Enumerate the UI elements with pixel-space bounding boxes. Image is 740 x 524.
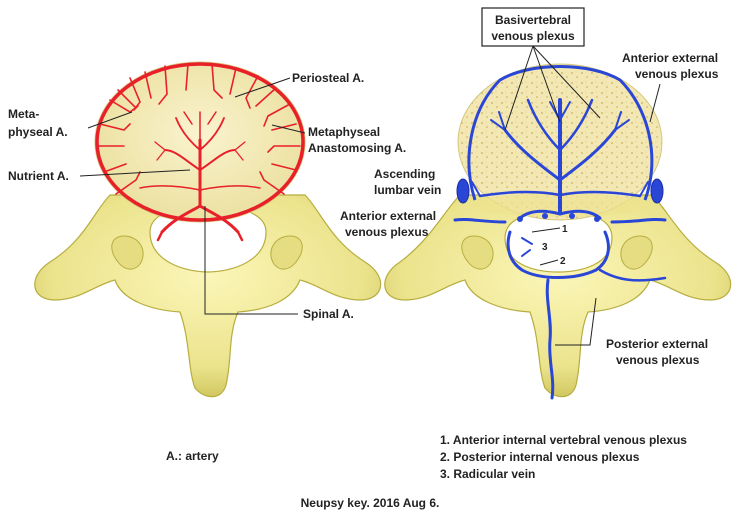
vein-cross-section [517, 216, 523, 222]
label-anterior-external-left-line2: venous plexus [345, 225, 429, 239]
label-basivertebral-line1: Basivertebral [495, 13, 571, 27]
nutrient-artery-tree [139, 111, 261, 208]
label-nutrient-artery: Nutrient A. [8, 169, 69, 183]
label-number-2: 2 [560, 256, 566, 267]
right-facet-left [461, 235, 494, 270]
label-metaphyseal-artery-line1: Meta- [8, 107, 39, 121]
periosteal-branches [97, 63, 301, 195]
abbreviation-note: A.: artery [166, 449, 219, 463]
ascending-lumbar-vein-left [456, 178, 470, 204]
arterial-vertebra [34, 61, 382, 398]
venous-labels: Basivertebral venous plexus Anterior ext… [340, 7, 719, 367]
vein-cross-section [542, 213, 548, 219]
label-anterior-external-left-line1: Anterior external [340, 209, 436, 223]
label-spinal-artery: Spinal A. [303, 307, 354, 321]
basivertebral-label-box [481, 7, 585, 47]
legend-item: 2. Posterior internal venous plexus [440, 450, 640, 464]
label-number-3: 3 [542, 242, 548, 253]
anterior-external-plexus-vein [467, 65, 654, 201]
label-number-1: 1 [562, 224, 568, 235]
label-anterior-external-top-line1: Anterior external [622, 51, 718, 65]
label-anterior-external-top-line2: venous plexus [635, 67, 719, 81]
basivertebral-veins [471, 98, 649, 214]
left-facet-right [270, 235, 303, 270]
source-citation: Neupsy key. 2016 Aug 6. [300, 496, 440, 510]
label-metaphyseal-artery-line2: physeal A. [8, 125, 68, 139]
right-facet-right [620, 235, 653, 270]
label-ascending-lumbar-line2: lumbar vein [374, 183, 441, 197]
ascending-lumbar-vein-right [650, 178, 664, 204]
label-periosteal-artery: Periosteal A. [292, 71, 364, 85]
label-anastomosing-artery-line1: Metaphyseal [308, 125, 380, 139]
periosteal-artery-ring [95, 62, 305, 222]
label-ascending-lumbar-line1: Ascending [374, 167, 435, 181]
legend-item: 3. Radicular vein [440, 467, 536, 481]
label-posterior-external-line2: venous plexus [616, 353, 700, 367]
vein-cross-section [569, 213, 575, 219]
arterial-labels: Periosteal A. Meta- physeal A. Metaphyse… [8, 71, 406, 321]
spinal-arteries [156, 204, 244, 242]
venous-legend: 1. Anterior internal vertebral venous pl… [440, 432, 687, 483]
left-facet-left [111, 235, 144, 270]
vein-cross-section [594, 216, 600, 222]
legend-item: 1. Anterior internal vertebral venous pl… [440, 433, 687, 447]
internal-venous-plexus [453, 209, 667, 400]
label-basivertebral-line2: venous plexus [491, 29, 575, 43]
venous-vertebra [384, 63, 732, 400]
label-posterior-external-line1: Posterior external [606, 337, 708, 351]
label-anastomosing-artery-line2: Anastomosing A. [308, 141, 406, 155]
